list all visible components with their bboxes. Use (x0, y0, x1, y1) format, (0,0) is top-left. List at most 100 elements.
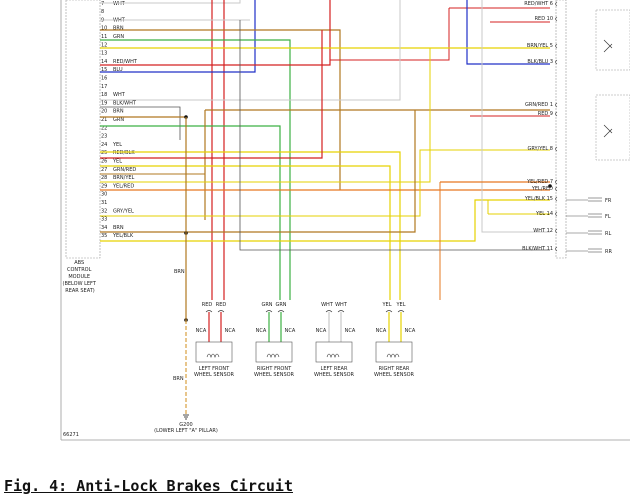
module-pin-number: 14 (101, 59, 107, 65)
ground-symbol (183, 414, 189, 420)
wire-blkblu (466, 0, 550, 65)
module-pin-label: YEL (112, 159, 122, 165)
sensor-wire-label: WHT (321, 302, 334, 308)
connector-pin-symbol (555, 196, 558, 202)
sensor-name-line2: WHEEL SENSOR (314, 372, 355, 378)
wire-pin18-wht (100, 0, 401, 101)
module-pin-number: 26 (101, 159, 107, 165)
right-connector-pin-label: RED 9 (538, 111, 553, 117)
wheel-sensor-box (255, 341, 293, 363)
ground-wire-label-bottom: BRN (173, 376, 184, 382)
connector-pin-symbol (555, 1, 558, 7)
right-connector-pin-label: YEL 14 (535, 211, 553, 217)
wire-pin28-brnyel (100, 48, 431, 183)
wire-pin34-brn (100, 110, 416, 233)
sensor-name-line2: WHEEL SENSOR (254, 372, 295, 378)
wire-pin7-wht (100, 0, 241, 4)
module-pin-number: 35 (101, 233, 107, 239)
module-pin-number: 13 (101, 51, 107, 57)
sensor-connector-symbol (385, 310, 405, 313)
sensor-nca-label: NCA (405, 328, 416, 334)
module-pin-number: 11 (101, 34, 107, 40)
module-pin-label: GRN (113, 117, 124, 123)
wire-wht-12 (481, 0, 550, 233)
valve-relay-box (595, 94, 630, 161)
right-connector-pin-label: YEL/RED (531, 186, 553, 192)
sensor-name-line2: WHEEL SENSOR (374, 372, 415, 378)
ground-id: G200 (179, 422, 192, 428)
module-pin-number: 28 (101, 175, 107, 181)
module-pin-number: 24 (101, 142, 107, 148)
valve-label: RL (605, 231, 611, 237)
sensor-nca-label: NCA (376, 328, 387, 334)
relay-coil-1 (603, 39, 613, 53)
wheel-sensor-box (375, 341, 413, 363)
sensor-nca-label: NCA (225, 328, 236, 334)
module-pin-number: 20 (101, 109, 107, 115)
module-pin-label: BRN (113, 109, 124, 115)
module-pin-number: 12 (101, 42, 107, 48)
module-pin-label: BRN (113, 26, 124, 32)
valve-coil (588, 213, 602, 218)
wheel-sensor-box (195, 341, 233, 363)
connector-pin-symbol (555, 211, 558, 217)
connector-pin-symbol (555, 111, 558, 117)
module-pin-number: 10 (101, 26, 107, 32)
module-pin-label: RED/WHT (113, 59, 138, 65)
module-pin-label: RED/BLK (113, 150, 135, 156)
sensor-coil-icon (266, 353, 280, 358)
wire-pin26-yel (100, 165, 391, 300)
module-pin-number: 16 (101, 76, 107, 82)
connector-pin-symbol (555, 246, 558, 252)
sensor-wire-label: GRN (275, 302, 286, 308)
wire-pin14-redwht (100, 0, 331, 66)
ground-location: (LOWER LEFT "A" PILLAR) (154, 428, 218, 434)
figure-number: 66271 (63, 432, 79, 438)
module-pin-number: 31 (101, 200, 107, 206)
sensor-wire-label: GRN (261, 302, 272, 308)
connector-pin-symbol (555, 228, 558, 234)
sensor-name-line1: LEFT FRONT (199, 366, 230, 372)
valve-coil (588, 248, 602, 253)
right-connector-pin-label: RED 10 (535, 16, 553, 22)
valve-coil (588, 230, 602, 235)
module-pin-label: YEL/BLK (112, 233, 134, 239)
sensor-coil-icon (326, 353, 340, 358)
right-connector-pin-label: WHT 12 (533, 228, 553, 234)
module-pin-label: YEL/RED (112, 183, 134, 189)
module-pin-label: WHT (113, 1, 126, 7)
connector-pin-symbol (555, 146, 558, 152)
right-connector-pin-label: YEL/BLK 15 (524, 196, 553, 202)
module-pin-number: 17 (101, 84, 107, 90)
sensor-connector-symbol (205, 310, 225, 313)
pump-relay-box (595, 9, 630, 71)
module-pin-number: 21 (101, 117, 107, 123)
module-pin-number: 25 (101, 150, 107, 156)
module-pin-number: 23 (101, 134, 107, 140)
connector-pin-symbol (555, 186, 558, 192)
sensor-wire-label: RED (216, 302, 227, 308)
sensor-connector-symbol (265, 310, 285, 313)
right-connector-pin-label: BLK/BLU 3 (527, 59, 553, 65)
module-pin-number: 19 (101, 100, 107, 106)
abs-module-box (65, 0, 101, 259)
module-pin-number: 22 (101, 125, 107, 131)
wire-pin15-blu (100, 0, 256, 73)
sensor-name-line1: RIGHT REAR (379, 366, 410, 372)
right-connector-box (555, 0, 567, 259)
module-pin-number: 33 (101, 217, 107, 223)
module-pin-label: GRY/YEL (113, 208, 134, 214)
valve-label: FL (605, 214, 611, 220)
wire-pin25-redblk (100, 30, 323, 159)
module-pin-number: 27 (101, 167, 107, 173)
wire-blkwht-11 (239, 20, 550, 251)
connector-pin-symbol (555, 179, 558, 185)
sensor-nca-label: NCA (285, 328, 296, 334)
figure-caption: Fig. 4: Anti-Lock Brakes Circuit (4, 477, 293, 495)
module-pin-label: YEL (112, 142, 122, 148)
module-pin-number: 30 (101, 192, 107, 198)
valve-label: FR (605, 198, 612, 204)
